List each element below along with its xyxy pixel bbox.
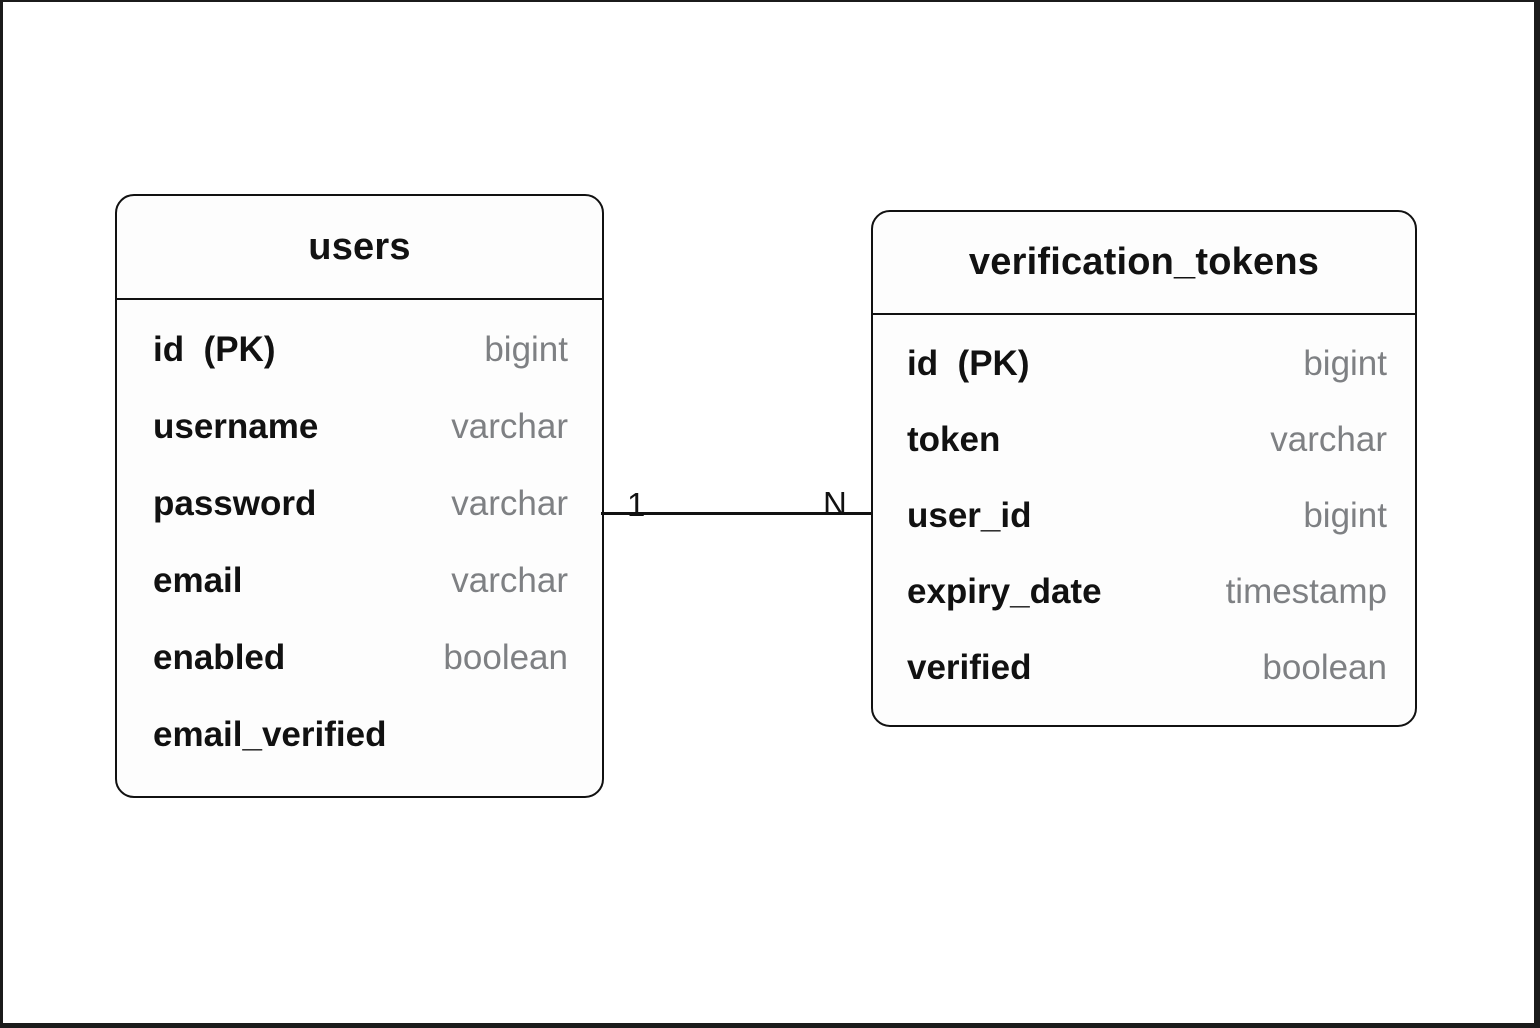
field-type: timestamp — [1225, 572, 1387, 611]
relationship-line — [601, 512, 873, 515]
field-name: expiry_date — [907, 572, 1102, 611]
field-type: varchar — [451, 561, 568, 600]
entity-verification-tokens[interactable]: verification_tokens id (PK) bigint token… — [871, 210, 1417, 727]
field-name: id (PK) — [153, 330, 276, 369]
field-name: id (PK) — [907, 344, 1030, 383]
field-row[interactable]: expiry_date timestamp — [873, 572, 1415, 618]
entity-users-title: users — [117, 196, 602, 300]
field-name: username — [153, 407, 319, 446]
field-type: varchar — [451, 484, 568, 523]
field-row[interactable]: id (PK) bigint — [117, 330, 602, 376]
field-row[interactable]: id (PK) bigint — [873, 344, 1415, 390]
field-type: bigint — [1303, 344, 1387, 383]
field-type: varchar — [1270, 420, 1387, 459]
field-type: bigint — [484, 330, 568, 369]
field-row[interactable]: user_id bigint — [873, 496, 1415, 542]
field-row[interactable]: username varchar — [117, 407, 602, 453]
entity-verification-tokens-title: verification_tokens — [873, 212, 1415, 315]
relationship-connector[interactable]: 1 N — [601, 487, 873, 521]
field-row[interactable]: verified boolean — [873, 648, 1415, 694]
field-type: bigint — [1303, 496, 1387, 535]
field-type: varchar — [451, 407, 568, 446]
field-row[interactable]: password varchar — [117, 484, 602, 530]
field-name: verified — [907, 648, 1032, 687]
cardinality-label-right: N — [823, 485, 847, 522]
field-name: email_verified — [153, 715, 387, 754]
field-row[interactable]: email varchar — [117, 561, 602, 607]
field-name: enabled — [153, 638, 286, 677]
field-name: email — [153, 561, 243, 600]
field-row[interactable]: enabled boolean — [117, 638, 602, 684]
field-row[interactable]: email_verified — [117, 715, 602, 761]
field-name: password — [153, 484, 317, 523]
entity-users[interactable]: users id (PK) bigint username varchar pa… — [115, 194, 604, 798]
field-row[interactable]: token varchar — [873, 420, 1415, 466]
field-name: token — [907, 420, 1001, 459]
cardinality-label-left: 1 — [627, 486, 646, 523]
field-name: user_id — [907, 496, 1032, 535]
entity-users-fields: id (PK) bigint username varchar password… — [117, 300, 602, 795]
field-type: boolean — [443, 638, 568, 677]
field-type: boolean — [1262, 648, 1387, 687]
entity-verification-tokens-fields: id (PK) bigint token varchar user_id big… — [873, 315, 1415, 724]
